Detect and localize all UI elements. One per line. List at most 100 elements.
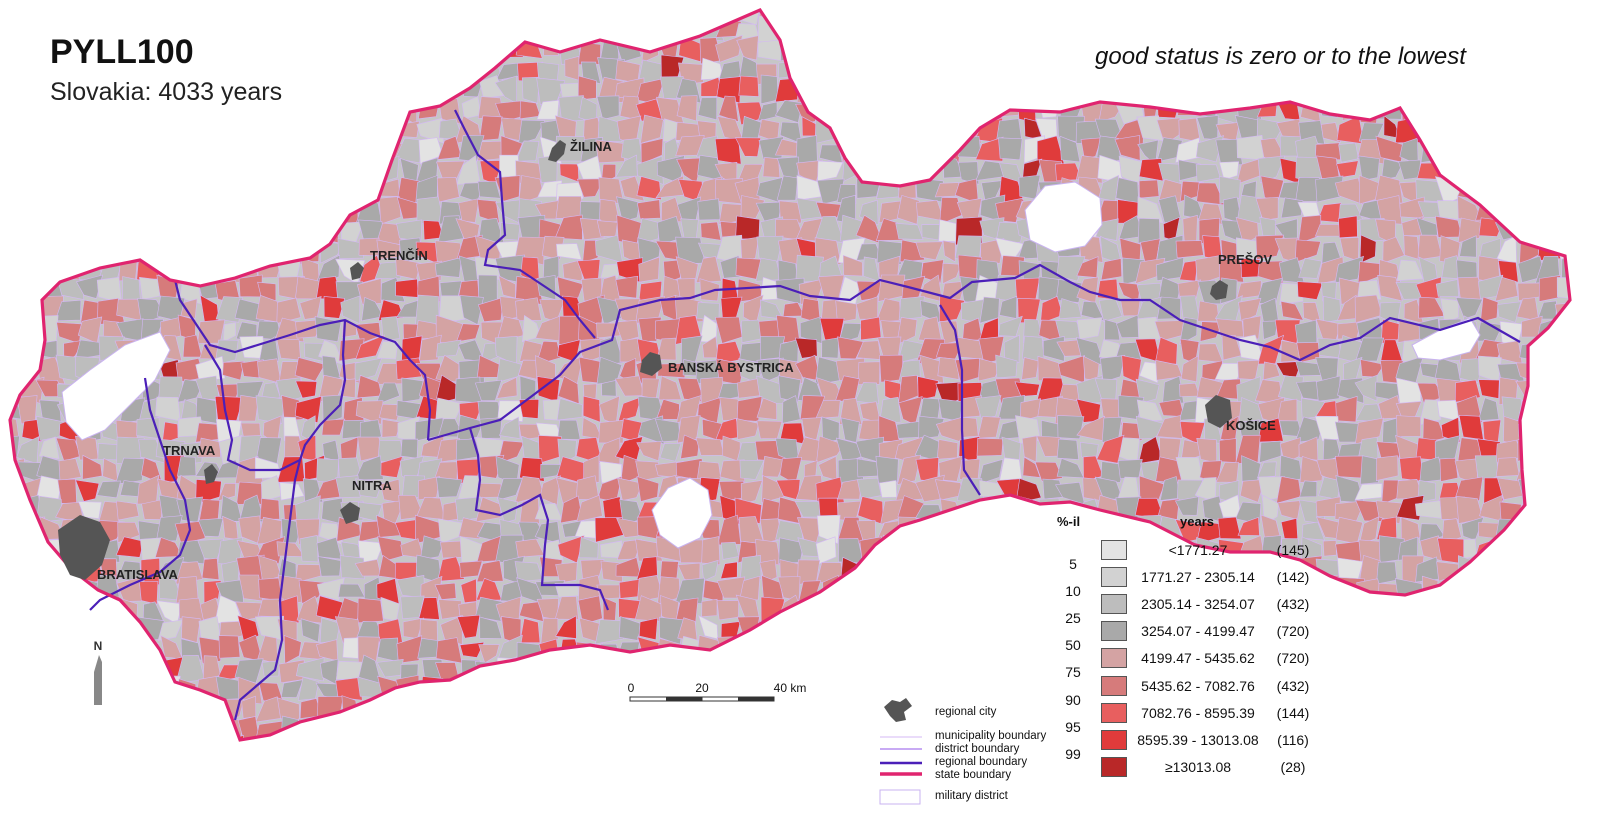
municipality-cell (1541, 97, 1565, 121)
municipality-cell (1160, 10, 1181, 19)
municipality-cell (439, 697, 463, 720)
municipality-cell (358, 156, 381, 184)
municipality-cell (160, 739, 185, 740)
legend-range-label: 3254.07 - 4199.47 (1141, 623, 1255, 639)
municipality-cell (1455, 154, 1485, 184)
municipality-cell (1100, 258, 1123, 281)
legend-range-label: 5435.62 - 7082.76 (1141, 678, 1255, 694)
municipality-cell (438, 295, 466, 324)
municipality-cell (279, 178, 303, 205)
municipality-cell (1523, 642, 1545, 662)
municipality-cell (899, 239, 926, 263)
municipality-cell (498, 736, 524, 740)
municipality-cell (1483, 135, 1498, 165)
municipality-cell (1456, 578, 1479, 605)
municipality-cell (957, 655, 984, 677)
municipality-cell (842, 738, 858, 740)
municipality-cell (302, 55, 326, 80)
municipality-cell (56, 600, 80, 624)
municipality-cell (875, 455, 899, 484)
municipality-cell (864, 615, 884, 640)
municipality-cell (155, 137, 177, 158)
municipality-cell (1419, 535, 1444, 562)
municipality-cell (1219, 176, 1241, 204)
municipality-cell (795, 58, 818, 79)
municipality-cell (1262, 361, 1281, 381)
municipality-cell (857, 361, 881, 385)
legend-pct-header: %-il (1057, 514, 1081, 529)
municipality-cell (1362, 655, 1385, 685)
municipality-cell (555, 18, 585, 43)
municipality-cell (222, 181, 241, 201)
municipality-cell (821, 718, 842, 740)
municipality-cell (595, 658, 624, 682)
municipality-cell (334, 22, 363, 45)
legend-swatch (1101, 676, 1127, 696)
municipality-cell (1495, 457, 1520, 477)
municipality-cell (1495, 118, 1519, 143)
municipality-cell (378, 299, 405, 322)
municipality-cell (794, 37, 821, 65)
municipality-cell (914, 676, 942, 704)
municipality-cell (854, 382, 879, 405)
municipality-cell (998, 315, 1023, 337)
municipality-cell (38, 315, 59, 343)
municipality-cell (295, 219, 319, 243)
municipality-cell (1556, 175, 1570, 200)
municipality-cell (658, 698, 686, 725)
municipality-cell (558, 716, 581, 739)
municipality-cell (576, 178, 605, 198)
municipality-cell (1415, 15, 1444, 42)
municipality-cell (636, 476, 660, 502)
municipality-cell (1354, 640, 1382, 664)
municipality-cell (217, 482, 237, 502)
municipality-cell (10, 177, 24, 205)
municipality-cell (716, 600, 739, 621)
municipality-cell (1174, 496, 1200, 516)
municipality-cell (1439, 457, 1459, 482)
municipality-cell (582, 395, 601, 423)
municipality-cell (977, 416, 1001, 439)
municipality-cell (875, 100, 905, 123)
city-kosice-area (1205, 395, 1232, 428)
municipality-cell (738, 656, 763, 682)
municipality-cell (899, 75, 919, 102)
municipality-cell (36, 561, 61, 578)
municipality-cell (1175, 240, 1204, 259)
municipality-cell (517, 699, 537, 721)
municipality-cell (1381, 737, 1405, 740)
municipality-cell (10, 95, 25, 121)
municipality-cell (457, 738, 485, 740)
municipality-cell (1440, 143, 1460, 162)
municipality-cell (400, 438, 419, 459)
municipality-cell (378, 196, 402, 225)
municipality-cell (1354, 417, 1384, 445)
municipality-cell (1059, 135, 1081, 163)
municipality-cell (1542, 161, 1566, 182)
municipality-cell (538, 695, 557, 722)
legend-percentile-label: 75 (1065, 664, 1081, 680)
municipality-cell (617, 477, 644, 501)
city-label: TRENČÍN (370, 248, 428, 263)
municipality-cell (43, 637, 63, 661)
municipality-cell (1334, 255, 1365, 284)
municipality-cell (1435, 97, 1461, 125)
municipality-cell (314, 20, 344, 45)
municipality-cell (876, 176, 901, 200)
municipality-cell (417, 695, 444, 724)
municipality-cell (843, 118, 864, 143)
map-title: PYLL100 (50, 33, 194, 71)
municipality-cell (740, 195, 766, 219)
municipality-cell (477, 10, 500, 25)
municipality-cell (1018, 10, 1040, 23)
municipality-cell (280, 156, 303, 183)
municipality-cell (403, 79, 422, 104)
municipality-cell (477, 696, 505, 721)
municipality-cell (617, 396, 642, 422)
municipality-cell (1282, 16, 1304, 43)
municipality-cell (798, 618, 820, 645)
municipality-cell (1274, 10, 1303, 23)
municipality-cell (197, 134, 225, 159)
municipality-cell (1115, 74, 1144, 105)
